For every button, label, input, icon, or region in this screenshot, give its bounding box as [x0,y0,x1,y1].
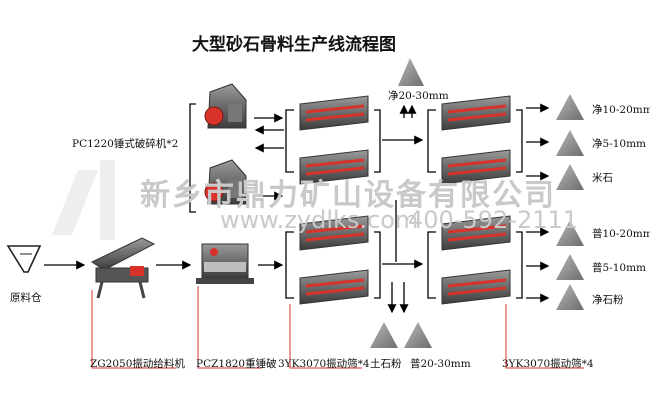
label-std-5-10: 普5-10mm [592,262,647,274]
label-raw-bin: 原料仓 [10,292,42,304]
label-std-10-20: 普10-20mm [592,228,650,240]
vibrating-screen-3-icon [299,215,369,251]
stone-pile-clean-20-30-icon [398,58,424,86]
hammer-crusher-icon [196,243,254,284]
vibrating-screen-4-icon [299,269,369,305]
label-soil-powder: 土石粉 [370,358,402,370]
stone-pile-soil-powder-icon [370,322,398,348]
watermark-phone: 400-592-2111 [408,206,579,234]
label-hammer-crusher: PCZ1820重锤破 [196,358,277,370]
watermark-url: www.zydlks.com [220,206,419,234]
pc1220-crusher-bottom-icon [204,159,247,205]
label-feeder: ZG2050振动给料机 [90,358,185,370]
label-rice-stone: 米石 [592,172,613,184]
vibrating-screen-1-icon [299,95,369,131]
stone-pile-std-20-30-icon [404,322,432,348]
label-clean-20-30: 净20-30mm [388,90,449,102]
watermark-logo-icon [52,160,115,240]
label-clean-10-20: 净10-20mm [592,104,650,116]
label-clean-powder: 净石粉 [592,294,624,306]
pc1220-crusher-top-icon [204,83,247,129]
watermark-brand: 新乡市鼎力矿山设备有限公司 [140,178,556,213]
raw-bin-icon [6,245,42,273]
label-std-20-30: 普20-30mm [410,358,471,370]
stone-pile-clean-5-10-icon [556,130,584,156]
stone-pile-std-10-20-icon [556,220,584,246]
stone-pile-std-5-10-icon [556,254,584,280]
label-leader-lines [91,286,584,369]
label-clean-5-10: 净5-10mm [592,138,647,150]
flow-lines [44,103,550,314]
stone-pile-clean-powder-icon [556,284,584,310]
vibrating-screen-8-icon [441,269,511,305]
vibrating-screen-6-icon [441,149,511,185]
stone-pile-rice-icon [556,164,584,190]
vibrating-screen-5-icon [441,95,511,131]
label-screen-left: 3YK3070振动筛*4 [278,358,370,370]
stone-pile-clean-10-20-icon [556,94,584,120]
page-title: 大型砂石骨料生产线流程图 [192,35,396,55]
vibrating-screen-2-icon [299,149,369,185]
label-pc1220: PC1220锤式破碎机*2 [72,138,179,150]
label-screen-right: 3YK3070振动筛*4 [502,358,594,370]
vibrating-screen-7-icon [441,215,511,251]
vibrating-feeder-icon [90,237,156,299]
